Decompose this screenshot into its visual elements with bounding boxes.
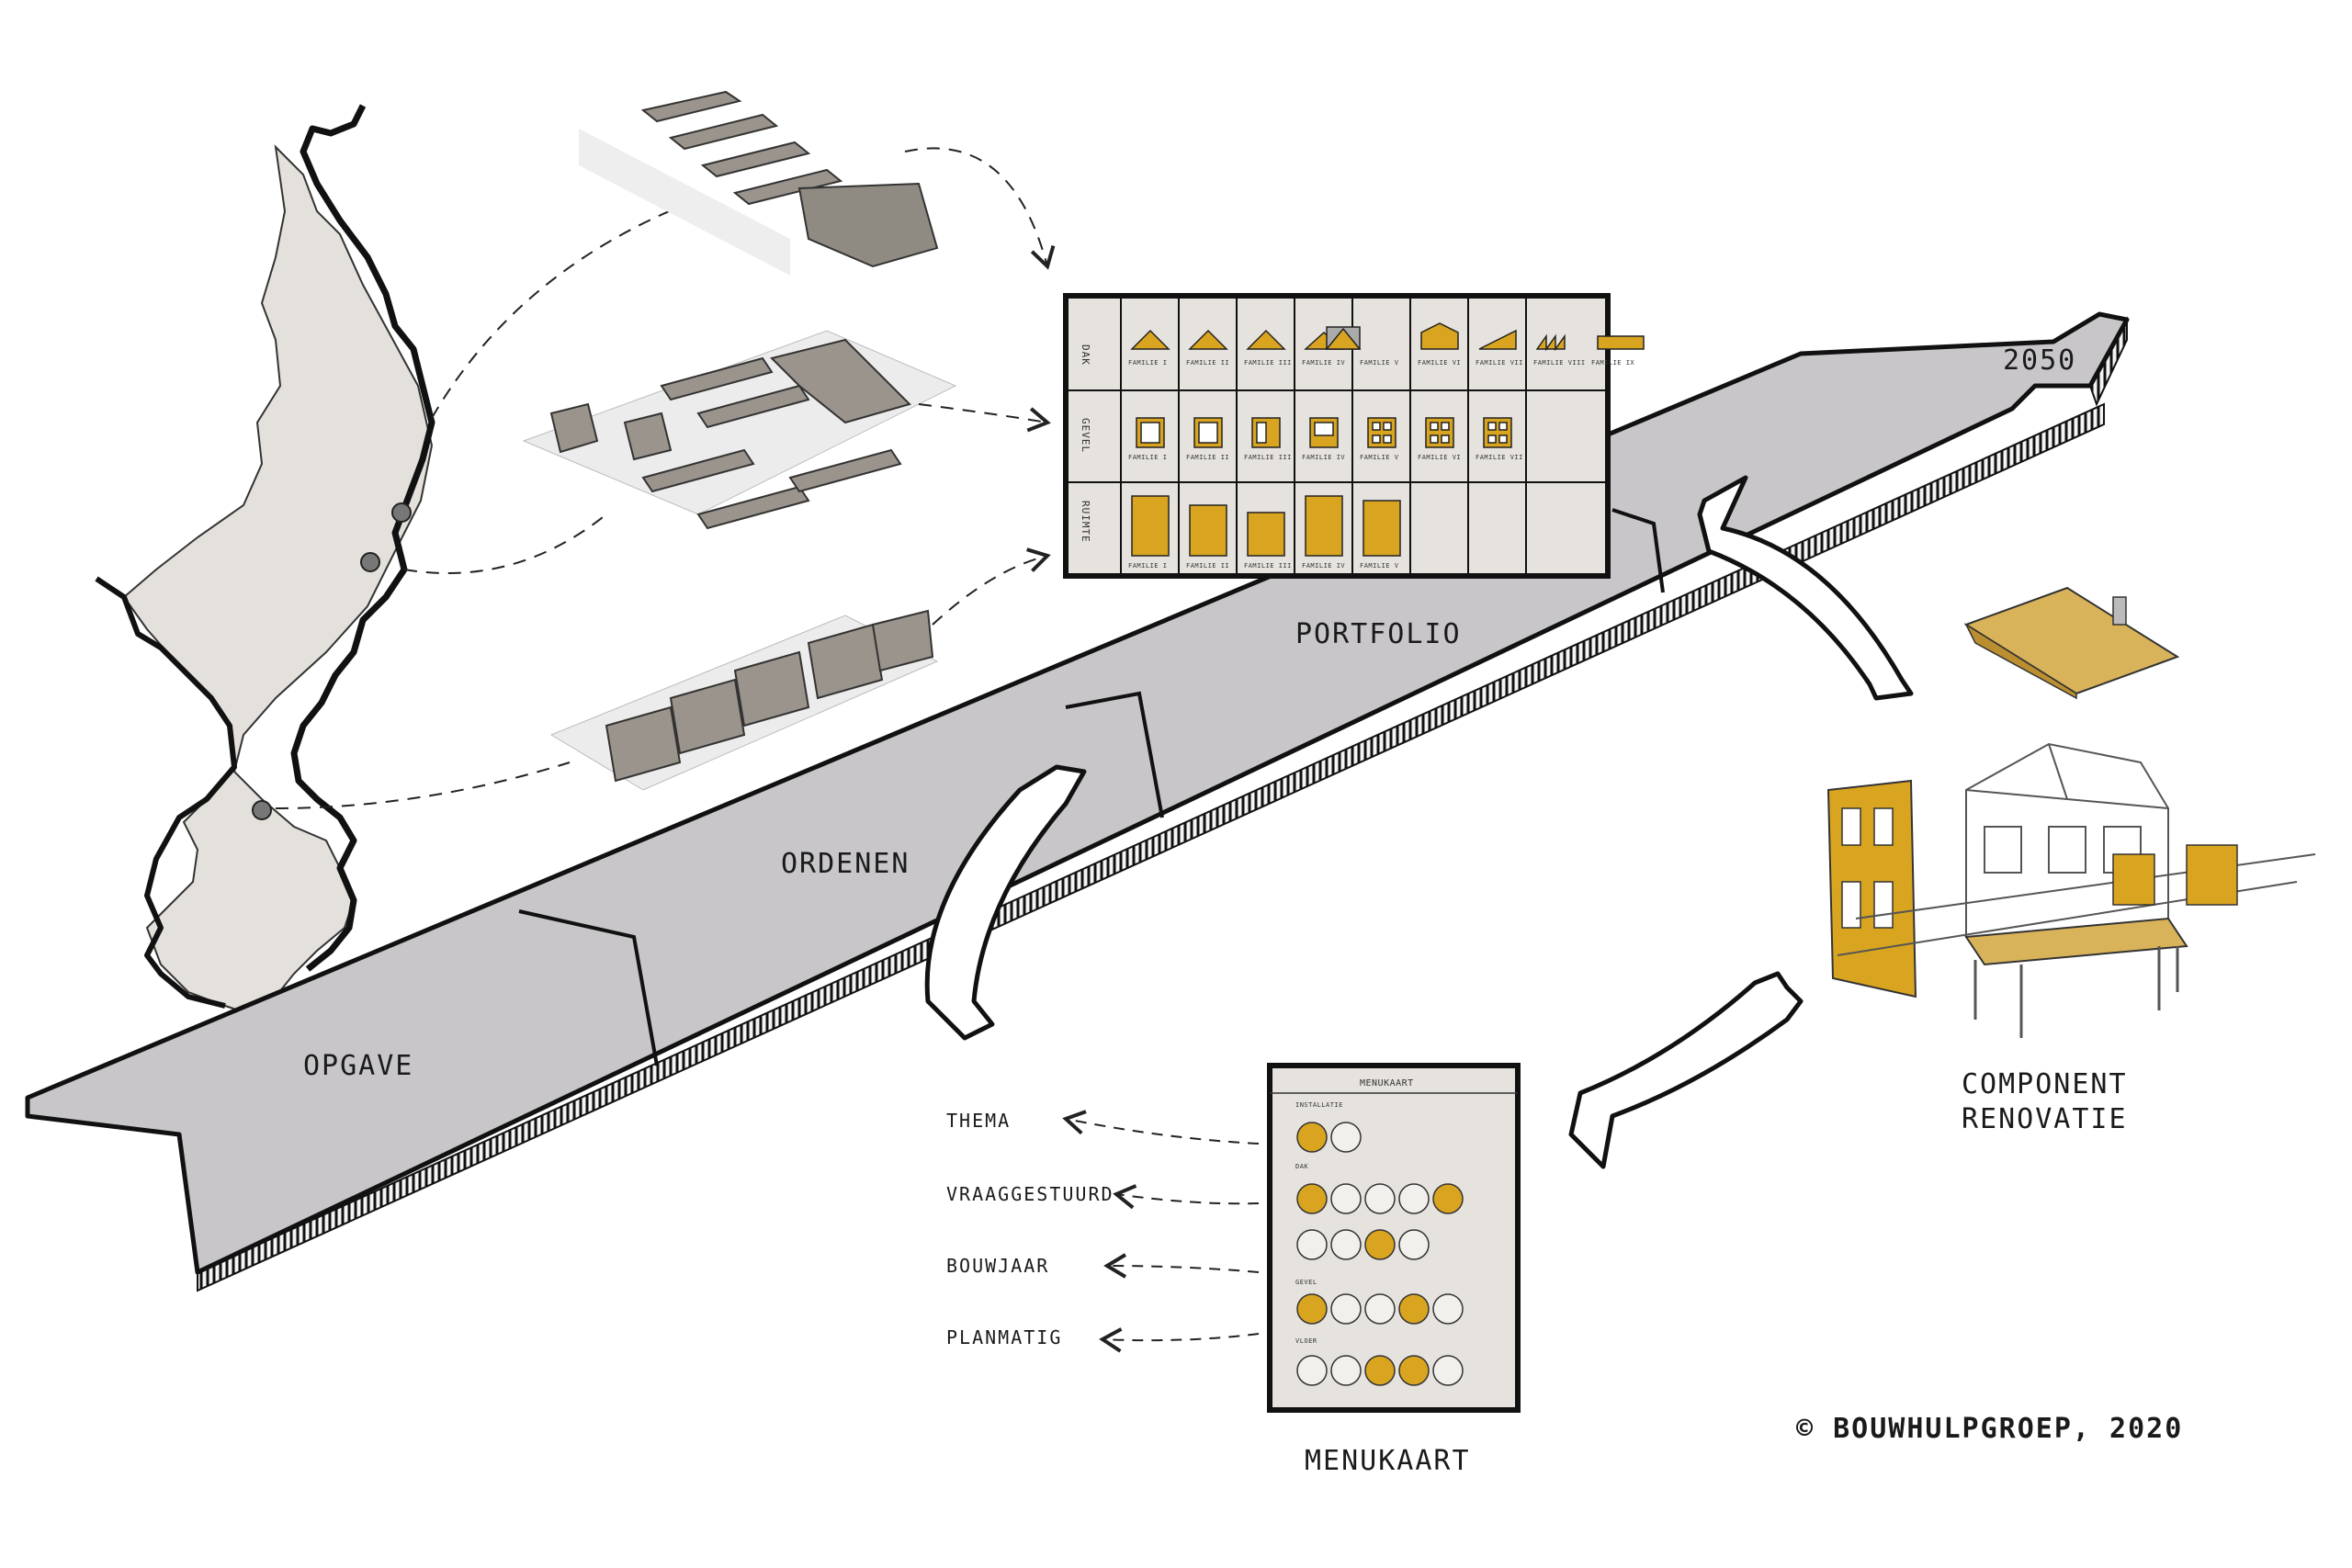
component-renovation-sketch [1826,586,2316,1038]
map-connectors [275,206,681,809]
menucard-title: MENUKAART [1360,1078,1414,1089]
gevel-caption-3: FAMILIE III [1244,454,1292,461]
label-year: 2050 [2003,344,2076,377]
gevel-caption-6: FAMILIE VI [1418,454,1461,461]
gevel-caption-4: FAMILIE IV [1302,454,1345,461]
arrow-component-to-menukaart [1568,971,1804,1169]
neighbourhood-sketch-2 [522,330,957,530]
neighbourhood-sketch-1 [579,90,939,276]
ruimte-icons [1131,495,1401,557]
label-component: COMPONENT [1962,1068,2128,1100]
floor-slab [1964,917,2188,966]
row-label-ruimte: RUIMTE [1080,501,1091,543]
dak-caption-1: FAMILIE I [1128,359,1167,367]
gevel-icons [1136,417,1512,448]
gevel-caption-2: FAMILIE II [1186,454,1229,461]
dak-caption-8: FAMILIE VIII [1533,359,1586,367]
dak-caption-4: FAMILIE IV [1302,359,1345,367]
label-menukaart: MENUKAART [1305,1445,1471,1477]
location-marker-1 [391,502,412,523]
ruimte-caption-2: FAMILIE II [1186,562,1229,570]
location-marker-3 [252,800,272,820]
dak-caption-7: FAMILIE VII [1476,359,1523,367]
menucard-section-vloer: VLOER [1295,1337,1317,1345]
menucard-section-installatie: INSTALLATIE [1295,1101,1343,1109]
label-opgave: OPGAVE [303,1050,413,1082]
gevel-caption-7: FAMILIE VII [1476,454,1523,461]
cycle-arrows [924,475,1914,1169]
dak-caption-9: FAMILIE IX [1591,359,1634,367]
menu-option-thema: THEMA [946,1110,1011,1132]
gevel-caption-5: FAMILIE V [1360,454,1399,461]
ruimte-caption-1: FAMILIE I [1128,562,1167,570]
ruimte-caption-5: FAMILIE V [1360,562,1399,570]
gevel-caption-1: FAMILIE I [1128,454,1167,461]
menucard-option-circles [1296,1122,1464,1386]
dak-caption-3: FAMILIE III [1244,359,1292,367]
ruimte-captions: FAMILIE I FAMILIE II FAMILIE III FAMILIE… [1128,562,1399,570]
label-ordenen: ORDENEN [781,848,910,880]
chimney [2112,596,2127,626]
dak-caption-2: FAMILIE II [1186,359,1229,367]
menu-option-bouwjaar: BOUWJAAR [946,1255,1049,1277]
copyright-notice: © BOUWHULPGROEP, 2020 [1796,1413,2183,1445]
neighbourhood-sketch-3 [549,609,939,791]
dak-captions: FAMILIE I FAMILIE II FAMILIE III FAMILIE… [1128,359,1634,367]
portfolio-connectors [904,147,1056,626]
road-side-bottom [197,402,2105,1292]
ruimte-caption-4: FAMILIE IV [1302,562,1345,570]
province-map [95,104,435,1017]
label-portfolio: PORTFOLIO [1295,618,1462,650]
dak-icons [1130,322,1645,352]
row-label-dak: DAK [1080,344,1091,366]
gevel-captions: FAMILIE I FAMILIE II FAMILIE III FAMILIE… [1128,454,1523,461]
label-renovatie: RENOVATIE [1962,1103,2128,1135]
menucard-section-gevel: GEVEL [1295,1279,1317,1286]
floating-roof [1963,586,2180,695]
menu-option-connectors [1062,1110,1260,1353]
dak-caption-5: FAMILIE V [1360,359,1399,367]
ruimte-caption-3: FAMILIE III [1244,562,1292,570]
location-marker-2 [360,552,380,572]
arrow-portfolio-to-component [1697,475,1914,701]
arrow-menukaart-to-ordenen [924,764,1087,1041]
border-line-west [95,576,237,1009]
row-label-gevel: GEVEL [1080,418,1091,453]
road-dividers [518,508,1665,1066]
province-shape [122,144,434,1017]
dak-caption-6: FAMILIE VI [1418,359,1461,367]
portfolio-grid: DAK GEVEL RUIMTE FAMILIE I FAMILIE II FA… [1063,293,1645,579]
posts [1973,946,2179,1038]
menu-option-vraaggestuurd: VRAAGGESTUURD [946,1183,1114,1205]
menu-option-planmatig: PLANMATIG [946,1326,1062,1348]
menucard-section-dak: DAK [1295,1163,1308,1170]
menukaart-card: MENUKAART INSTALLATIE DAK GEVEL VLOER [1267,1063,1521,1413]
